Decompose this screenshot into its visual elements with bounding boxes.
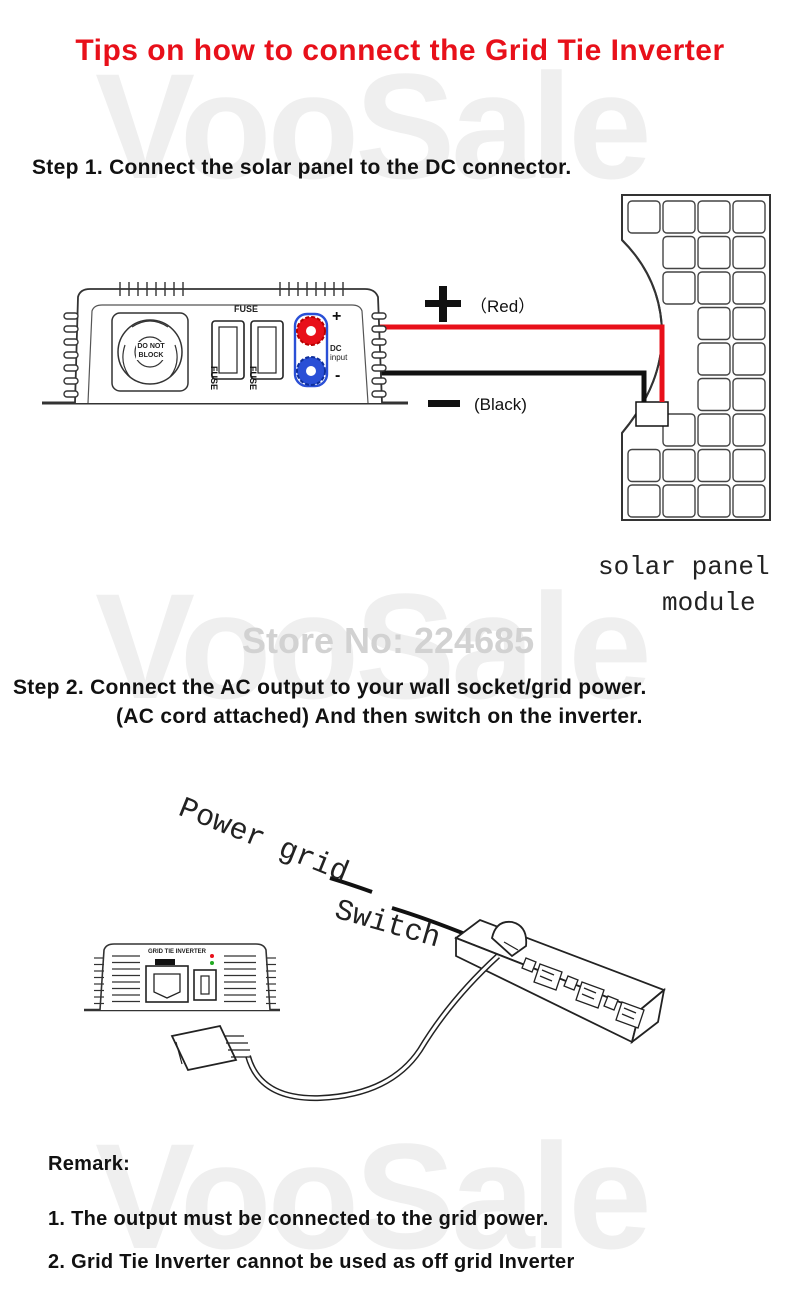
dc-plus-sign: + (332, 308, 342, 325)
strip-outlet (563, 975, 605, 1009)
solar-cell (627, 200, 661, 234)
watermark-middle: VooSale (95, 562, 652, 730)
solar-cell (697, 235, 731, 270)
solar-cell (662, 235, 696, 270)
dc-input-label: DC input (330, 344, 348, 362)
step1-wiring-diagram (42, 194, 771, 521)
solar-panel-label-line1: solar panel (598, 552, 770, 582)
step1-instruction: Step 1. Connect the solar panel to the D… (32, 156, 572, 179)
solar-cell (697, 377, 731, 412)
solar-cell (662, 448, 696, 483)
inverter-side-view (84, 943, 280, 1012)
fuse-holder-left (211, 320, 245, 380)
fuse-label-left: FUSE (209, 365, 219, 390)
step2-instruction-line2: (AC cord attached) And then switch on th… (116, 705, 643, 728)
solar-cell (697, 306, 731, 341)
strip-switch (491, 920, 528, 958)
solar-cell (662, 200, 696, 234)
red-wire (326, 324, 665, 402)
solar-cell (662, 413, 696, 447)
solar-cell (697, 484, 731, 518)
solar-cell (627, 484, 661, 518)
remark-item-2: 2. Grid Tie Inverter cannot be used as o… (48, 1251, 575, 1273)
solar-cell (732, 306, 766, 341)
remark-heading: Remark: (48, 1153, 131, 1175)
remark-item-1: 1. The output must be connected to the g… (48, 1208, 549, 1230)
solar-cell (732, 448, 766, 483)
red-wire-label: （Red） (470, 297, 536, 316)
grid-tie-inverter-label: GRID TIE INVERTER (148, 949, 207, 955)
fuse-label-right: FUSE (248, 365, 258, 390)
solar-panel (621, 194, 771, 521)
black-wire (326, 370, 647, 402)
solar-cell (732, 484, 766, 518)
strip-outlet (603, 995, 645, 1029)
solar-cell (697, 413, 731, 447)
watermark-top: VooSale (95, 42, 652, 210)
indicator-red (210, 954, 214, 958)
solar-cell (732, 413, 766, 447)
solar-cell (732, 377, 766, 412)
plus-symbol (425, 286, 461, 322)
solar-cell (697, 271, 731, 305)
step2-wiring-diagram (84, 876, 666, 1102)
solar-cell (697, 342, 731, 376)
dc-negative-connector (296, 356, 326, 386)
junction-box (635, 401, 669, 427)
watermark-bottom: VooSale (95, 1112, 652, 1280)
solar-panel-label-line2: module (662, 588, 756, 618)
page-title: Tips on how to connect the Grid Tie Inve… (75, 34, 725, 67)
store-number: Store No: 224685 (242, 620, 535, 661)
solar-cell (732, 342, 766, 376)
minus-symbol (428, 400, 460, 407)
black-wire-label: (Black) (474, 395, 527, 414)
inverter-top-view (42, 282, 408, 405)
dc-minus-sign: - (335, 367, 341, 384)
power-strip (454, 918, 666, 1045)
solar-cell (732, 200, 766, 234)
solar-cell (732, 235, 766, 270)
grid-wire-to-strip (391, 906, 471, 938)
fuse-holder-right (250, 320, 284, 380)
solar-cell (662, 271, 696, 305)
solar-cell (697, 200, 731, 234)
strip-outlet (521, 957, 563, 991)
indicator-green (210, 961, 214, 965)
ac-plug (170, 1024, 250, 1072)
fuse-header-label: FUSE (234, 304, 259, 314)
step2-instruction-line1: Step 2. Connect the AC output to your wa… (13, 676, 647, 699)
solar-cell (732, 271, 766, 305)
fan-warning-label: DO NOT BLOCK (136, 342, 166, 360)
solar-cell (627, 448, 661, 483)
grid-wire-segment (329, 876, 373, 894)
dc-positive-connector (296, 316, 326, 346)
ac-cord (245, 953, 501, 1102)
solar-cell (662, 484, 696, 518)
solar-cell (697, 448, 731, 483)
